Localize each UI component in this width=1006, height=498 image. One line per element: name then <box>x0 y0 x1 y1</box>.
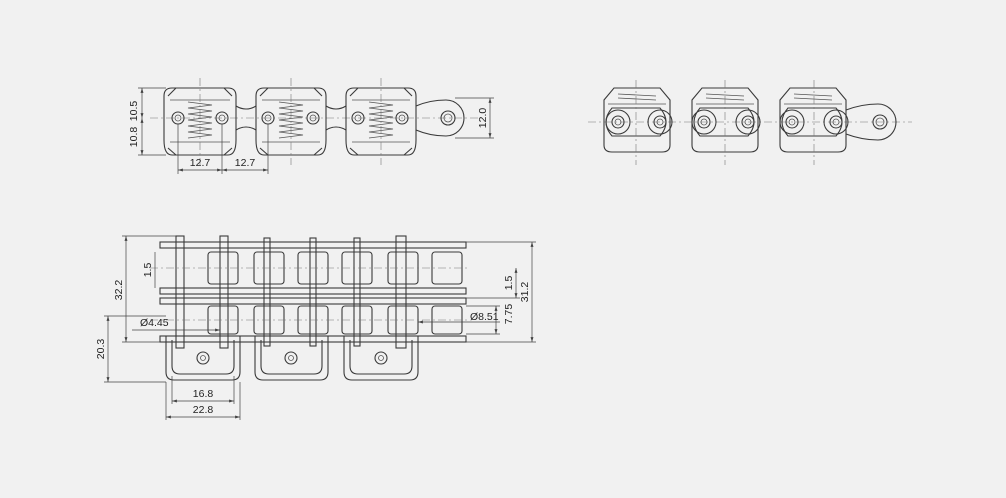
dim-32-2: 32.2 <box>113 280 125 301</box>
dim-diameter-4-45: Ø4.45 <box>140 317 169 329</box>
spring-unit-3 <box>345 78 417 165</box>
dim-diameter-8-51: Ø8.51 <box>470 311 499 323</box>
top-right-view <box>588 80 912 165</box>
dim-12-0: 12.0 <box>477 108 489 129</box>
dim-31-2: 31.2 <box>519 282 531 303</box>
spring-unit-1 <box>163 78 237 165</box>
dim-16-8: 16.8 <box>193 388 214 400</box>
side-unit-3 <box>779 80 849 165</box>
side-unit-1 <box>603 80 673 165</box>
spring-unit-2 <box>255 78 327 165</box>
side-unit-2 <box>691 80 761 165</box>
attachment-2 <box>254 336 329 381</box>
dim-1-5-left: 1.5 <box>142 263 154 278</box>
dim-12-7-a: 12.7 <box>190 157 211 169</box>
dim-7-75: 7.75 <box>503 304 515 325</box>
dim-20-3: 20.3 <box>95 339 107 360</box>
dim-10-8: 10.8 <box>128 127 140 148</box>
dim-22-8: 22.8 <box>193 404 214 416</box>
dim-12-7-b: 12.7 <box>235 157 256 169</box>
attachment-1 <box>165 336 241 381</box>
bottom-view: 32.2 1.5 Ø4.45 20.3 16.8 22.8 31.2 1.5 7… <box>95 235 536 420</box>
dim-10-5: 10.5 <box>128 101 140 122</box>
dim-1-5-right: 1.5 <box>503 276 515 291</box>
top-left-view: 10.5 10.8 12.0 12.7 12.7 <box>128 78 494 174</box>
attachment-3 <box>343 336 419 381</box>
